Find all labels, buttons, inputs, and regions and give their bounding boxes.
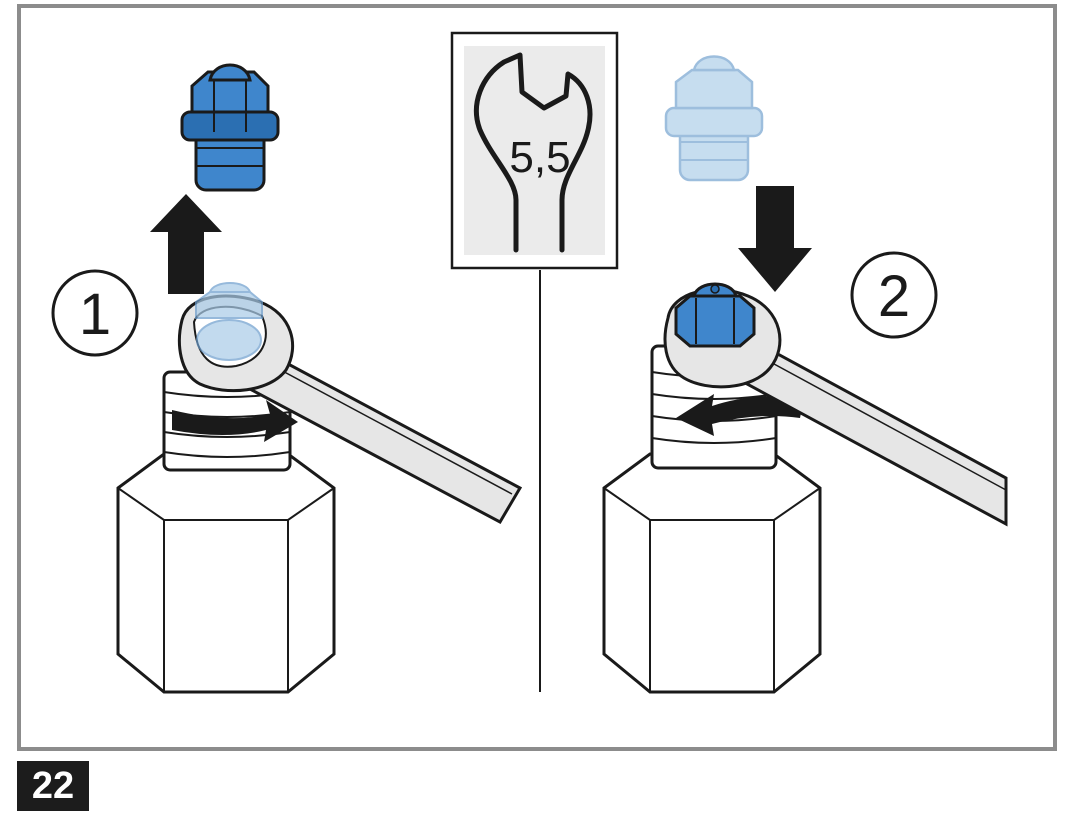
valve-body-hex [602,452,822,694]
plug-ghost-right [664,55,764,182]
plug-ghost-left [195,282,263,361]
step-1-illustration: 1 [51,63,523,694]
arrow-right-icon [172,400,298,442]
plug-installed [674,282,756,348]
figure-number-badge: 22 [17,761,89,811]
step-2-illustration: 2 [602,55,1008,694]
step-2-circle [850,251,938,339]
step-1-circle [51,269,139,357]
arrow-left-icon [676,394,804,436]
tool-size-label: 5,5 [509,133,570,182]
wrench-icon [474,52,593,253]
arrow-down-icon [738,186,812,292]
step-1-label: 1 [79,282,111,347]
tool-size-box: 5,5 [450,31,619,270]
arrow-up-icon [150,194,222,294]
step-2-label: 2 [878,264,910,329]
plug-removed [180,63,280,192]
valve-body-hex [116,452,336,694]
